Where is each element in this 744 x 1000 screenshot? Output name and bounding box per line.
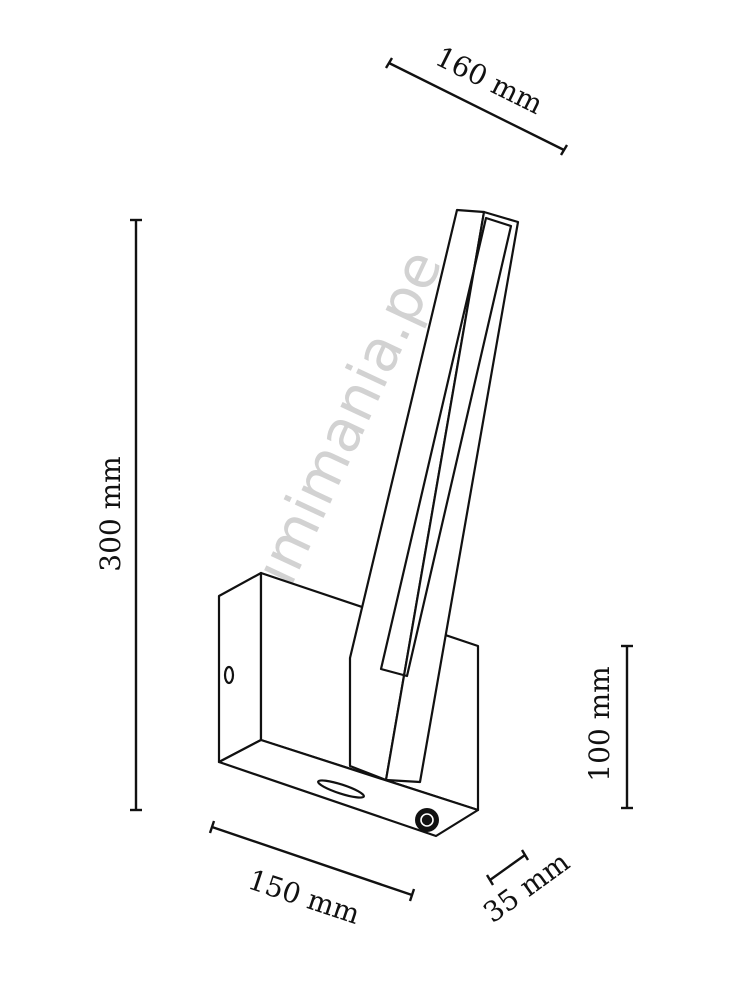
arm-side-face — [348, 208, 486, 782]
label-width-top: 160 mm — [430, 40, 548, 121]
button-slot-icon — [317, 779, 365, 799]
label-height-total: 300 mm — [94, 456, 127, 571]
screw-hole-icon — [223, 665, 235, 685]
arm-led-strip — [379, 216, 513, 678]
lamp-arm — [348, 208, 520, 784]
arm-front-face — [384, 210, 520, 784]
dimension-height-base: 100 mm — [583, 644, 633, 810]
dimension-width-base: 150 mm — [208, 820, 416, 931]
dimension-width-top: 160 mm — [384, 40, 569, 156]
base-side-face — [217, 571, 263, 764]
switch-knob-icon — [415, 808, 439, 832]
label-height-base: 100 mm — [583, 666, 616, 781]
dimension-depth: 35 mm — [477, 845, 575, 929]
dimension-height-total: 300 mm — [94, 218, 142, 812]
